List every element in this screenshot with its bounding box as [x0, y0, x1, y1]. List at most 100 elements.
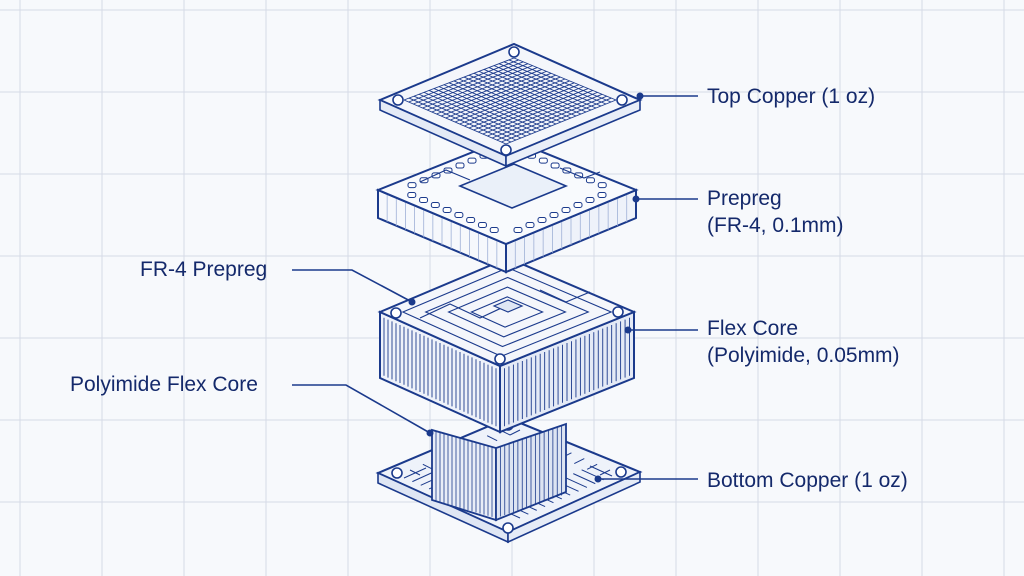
- mounting-hole: [502, 522, 514, 534]
- prepreg-pad: [477, 222, 487, 228]
- prepreg-pad: [466, 217, 476, 223]
- pad-grid-line: [478, 88, 589, 133]
- prepreg-pad: [525, 222, 535, 228]
- pad-grid-line: [503, 61, 607, 105]
- bottom-trace: [486, 435, 498, 442]
- via-hole: [390, 307, 402, 319]
- pad-grid-line: [464, 82, 575, 127]
- prepreg-pad: [455, 162, 465, 169]
- leader-dot: [408, 298, 416, 306]
- prepreg-pad: [419, 197, 429, 203]
- pad-grid-line: [454, 78, 566, 123]
- callout-prepreg-line2: (FR-4, 0.1mm): [707, 214, 844, 237]
- flex-core-trace-ring: [447, 286, 567, 338]
- leader-polyimide-flex-core: [292, 384, 431, 434]
- flex-core-trace: [539, 289, 591, 303]
- leader-dot: [632, 195, 640, 203]
- pad-grid-line: [508, 59, 612, 103]
- prepreg-pad: [430, 202, 440, 208]
- prepreg-pad: [585, 197, 595, 203]
- pad-grid-line: [498, 63, 602, 107]
- prepreg-pad: [467, 157, 477, 164]
- callout-top-copper: Top Copper (1 oz): [707, 85, 876, 108]
- bottom-trace: [574, 458, 585, 465]
- prepreg-pad: [549, 212, 559, 218]
- pad-grid-line: [459, 80, 570, 125]
- flex-core-block: [377, 256, 637, 434]
- prepreg-pad: [407, 192, 417, 198]
- bottom-trace: [409, 469, 421, 476]
- pad-grid-line: [482, 90, 593, 135]
- pad-grid-line: [473, 72, 577, 117]
- flex-core-trace-ring: [401, 267, 613, 357]
- pad-grid-line: [488, 67, 592, 111]
- pad-grid-line: [505, 99, 617, 145]
- prepreg-pad: [407, 182, 417, 189]
- prepreg-window: [457, 163, 569, 209]
- bottom-trace: [573, 473, 596, 485]
- callout-polyimide-flex-core: Polyimide Flex Core: [70, 373, 258, 396]
- bottom-trace: [564, 476, 588, 488]
- mounting-hole: [391, 467, 403, 479]
- pad-grid-line: [468, 84, 580, 129]
- pad-grid-line: [463, 76, 567, 121]
- prepreg-trace: [419, 169, 471, 183]
- pad-grid-line: [487, 91, 598, 137]
- callout-flex-core-line2: (Polyimide, 0.05mm): [707, 344, 900, 367]
- prepreg-pad: [442, 207, 452, 213]
- pad-grid-line: [483, 69, 587, 113]
- flex-core-trace: [419, 303, 511, 319]
- via-hole: [612, 306, 624, 318]
- callout-bottom-copper: Bottom Copper (1 oz): [707, 469, 908, 492]
- leader-dot: [594, 475, 602, 483]
- leader-dot: [624, 326, 632, 334]
- prepreg-layer: [375, 136, 639, 274]
- pad-grid-line: [491, 93, 603, 139]
- leader-dot: [636, 92, 644, 100]
- prepreg-pad: [550, 162, 560, 169]
- prepreg-pad: [597, 182, 607, 189]
- pad-grid-line: [493, 65, 597, 109]
- callout-prepreg-line1: Prepreg: [707, 187, 782, 210]
- bottom-trace: [412, 471, 435, 483]
- leader-fr4-prepreg: [292, 269, 413, 303]
- leader-end-dots: [408, 92, 644, 483]
- prepreg-pad: [597, 192, 607, 198]
- prepreg-pad: [513, 227, 523, 233]
- pad-grid-line: [468, 74, 572, 119]
- bottom-trace: [589, 465, 613, 477]
- prepreg-pad: [489, 227, 499, 233]
- bottom-trace: [599, 469, 611, 476]
- flex-core-column: [431, 422, 567, 522]
- callout-flex-core-line1: Flex Core: [707, 317, 799, 340]
- flex-core-trace-ring: [470, 296, 544, 328]
- flex-core-column-fibers: [435, 425, 563, 517]
- bottom-trace: [509, 429, 521, 436]
- mounting-hole: [616, 94, 628, 106]
- prepreg-pad: [585, 177, 595, 184]
- prepreg-pad: [538, 157, 548, 164]
- prepreg-side-lines: [386, 193, 628, 269]
- prepreg-pad: [537, 217, 547, 223]
- pad-grid-line: [513, 57, 617, 101]
- flex-core-trace-ring: [424, 276, 590, 348]
- top-copper-layer: [377, 42, 643, 168]
- top-copper-pad-grid: [403, 57, 617, 145]
- mounting-hole: [500, 144, 512, 156]
- flex-core-chip: [492, 299, 524, 313]
- pad-grid-line: [478, 70, 582, 115]
- prepreg-pad: [454, 212, 464, 218]
- leader-dot: [426, 429, 434, 437]
- via-hole: [494, 353, 506, 365]
- pad-grid-line: [501, 97, 612, 143]
- prepreg-trace: [559, 167, 601, 179]
- flex-core-side-ribs: [383, 317, 630, 427]
- bottom-trace: [586, 463, 598, 470]
- flex-core-top-circuit: [401, 267, 613, 357]
- leader-lines: [292, 95, 698, 480]
- prepreg-pad: [573, 202, 583, 208]
- callout-fr4-prepreg: FR-4 Prepreg: [140, 258, 268, 281]
- pad-grid-line: [473, 86, 584, 131]
